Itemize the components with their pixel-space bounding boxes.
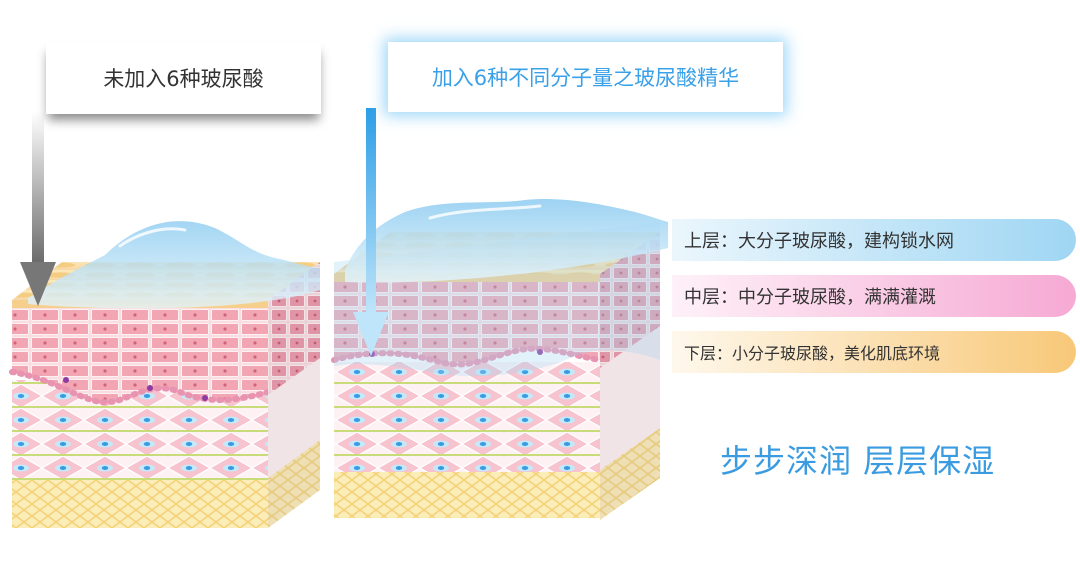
layer-label-upper-text: 上层：大分子玻尿酸，建构锁水网 xyxy=(684,231,954,252)
callout-without-hyaluronic-acid: 未加入6种玻尿酸 xyxy=(46,42,321,114)
fat-layer-front xyxy=(334,470,600,518)
gray-down-arrow-icon xyxy=(20,112,56,306)
dermis-layer-front xyxy=(334,362,600,472)
callout-right-text: 加入6种不同分子量之玻尿酸精华 xyxy=(431,66,740,90)
epidermis-layer-front xyxy=(12,308,268,403)
callout-left-text: 未加入6种玻尿酸 xyxy=(103,67,264,91)
epidermis-layer-front xyxy=(334,282,600,365)
fat-layer-front xyxy=(12,478,268,528)
skin-cube-right xyxy=(331,199,668,520)
layer-label-middle: 中层：中分子玻尿酸，满满灌溉 xyxy=(672,275,1076,317)
basal-layer-wave xyxy=(331,345,603,368)
layer-label-lower: 下层：小分子玻尿酸，美化肌底环境 xyxy=(672,331,1076,373)
layer-label-upper: 上层：大分子玻尿酸，建构锁水网 xyxy=(672,219,1076,261)
layer-label-middle-text: 中层：中分子玻尿酸，满满灌溉 xyxy=(684,287,936,308)
layer-label-lower-text: 下层：小分子玻尿酸，美化肌底环境 xyxy=(684,344,941,363)
slogan-text: 步步深润 层层保湿 xyxy=(720,442,996,480)
moisture-bubble-icon xyxy=(345,199,668,283)
basal-layer-wave xyxy=(9,369,271,406)
blue-down-arrow-icon xyxy=(353,108,389,356)
callout-with-hyaluronic-acid: 加入6种不同分子量之玻尿酸精华 xyxy=(388,42,783,112)
moisture-bubble-icon xyxy=(28,221,320,309)
skin-cube-left xyxy=(9,221,320,528)
